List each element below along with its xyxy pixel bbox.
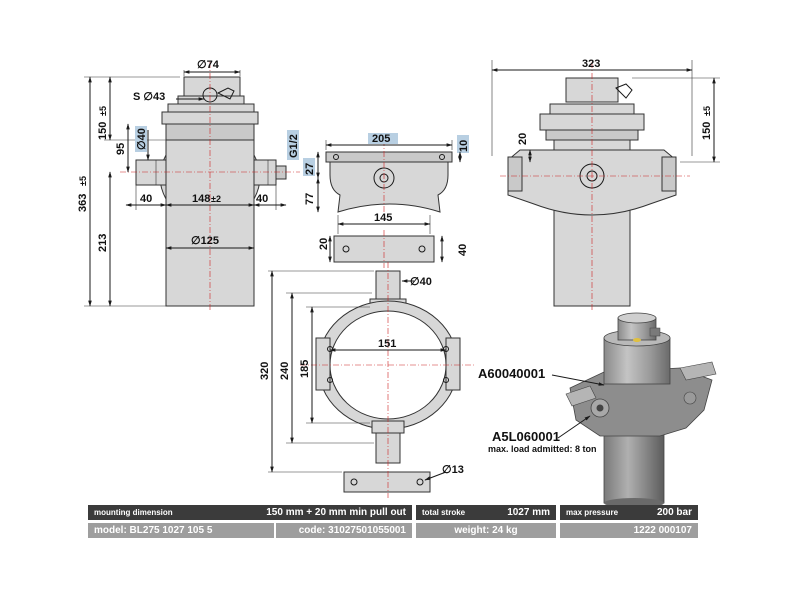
code-number: code: 31027501055001 bbox=[276, 523, 412, 538]
dim-ring-inner: 151 bbox=[378, 338, 396, 350]
dim-ring-240: 240 bbox=[279, 362, 291, 380]
part-number-upper: A60040001 bbox=[478, 366, 545, 381]
dim-ring-320: 320 bbox=[259, 362, 271, 380]
dim-body-diameter: ∅125 bbox=[191, 235, 219, 247]
dim-cradle-27: 27 bbox=[304, 163, 316, 175]
dim-ring-pin: ∅40 bbox=[410, 276, 432, 288]
dim-top-height: 150 bbox=[97, 122, 109, 140]
dim-hex-size: S ∅43 bbox=[133, 91, 165, 103]
cylinder-render bbox=[565, 312, 717, 508]
part-callouts: A60040001 A5L060001 max. load admitted: … bbox=[478, 366, 605, 454]
dim-side-height: 150 bbox=[701, 122, 713, 140]
dim-top-diameter: ∅74 bbox=[197, 59, 220, 71]
dim-port-diameter: ∅40 bbox=[136, 128, 148, 150]
mounting-label: mounting dimension bbox=[88, 505, 240, 520]
dim-side-20: 20 bbox=[517, 133, 529, 145]
dim-thread: G1/2 bbox=[288, 134, 300, 158]
side-view: 323 150 ±5 20 bbox=[491, 58, 720, 312]
cradle-view: 205 10 G1/2 27 77 145 20 40 bbox=[287, 130, 470, 268]
model-number: model: BL275 1027 105 5 bbox=[88, 523, 274, 538]
pressure-label: max pressure bbox=[560, 505, 630, 520]
dim-plate-width: 145 bbox=[374, 212, 392, 224]
dim-side-width: 323 bbox=[582, 58, 600, 70]
stroke-value: 1027 mm bbox=[486, 505, 556, 520]
dim-total-height: 363 bbox=[77, 194, 89, 212]
dim-ring-185: 185 bbox=[299, 360, 311, 378]
dim-cradle-width: 205 bbox=[372, 133, 390, 145]
dim-lower-height: 213 bbox=[97, 234, 109, 252]
ring-view: ∅40 151 320 240 185 ∅13 bbox=[259, 262, 476, 498]
dim-port-height: 95 bbox=[115, 143, 127, 155]
dim-cradle-77: 77 bbox=[304, 193, 316, 205]
dim-top-height-tol: ±5 bbox=[98, 106, 108, 116]
dim-body-width: 148 bbox=[192, 193, 210, 205]
dim-side-height-tol: ±5 bbox=[702, 106, 712, 116]
dim-left-boss: 40 bbox=[140, 193, 152, 205]
pressure-value: 200 bar bbox=[630, 505, 698, 520]
weight: weight: 24 kg bbox=[416, 523, 556, 538]
load-note: max. load admitted: 8 ton bbox=[488, 444, 597, 454]
dim-total-height-tol: ±5 bbox=[78, 176, 88, 186]
dim-cradle-flange: 10 bbox=[458, 140, 470, 152]
dim-plate-40: 40 bbox=[457, 244, 469, 256]
dim-body-width-tol: ±2 bbox=[211, 194, 221, 204]
part-number-lower: A5L060001 bbox=[492, 429, 560, 444]
front-view: ∅74 S ∅43 363 ±5 150 ±5 213 95 ∅40 40 14… bbox=[77, 59, 300, 312]
reference-number: 1222 000107 bbox=[560, 523, 698, 538]
mounting-value: 150 mm + 20 mm min pull out bbox=[240, 505, 412, 520]
dim-right-boss: 40 bbox=[256, 193, 268, 205]
dim-plate-20: 20 bbox=[318, 238, 330, 250]
stroke-label: total stroke bbox=[416, 505, 486, 520]
dim-hole: ∅13 bbox=[442, 464, 464, 476]
